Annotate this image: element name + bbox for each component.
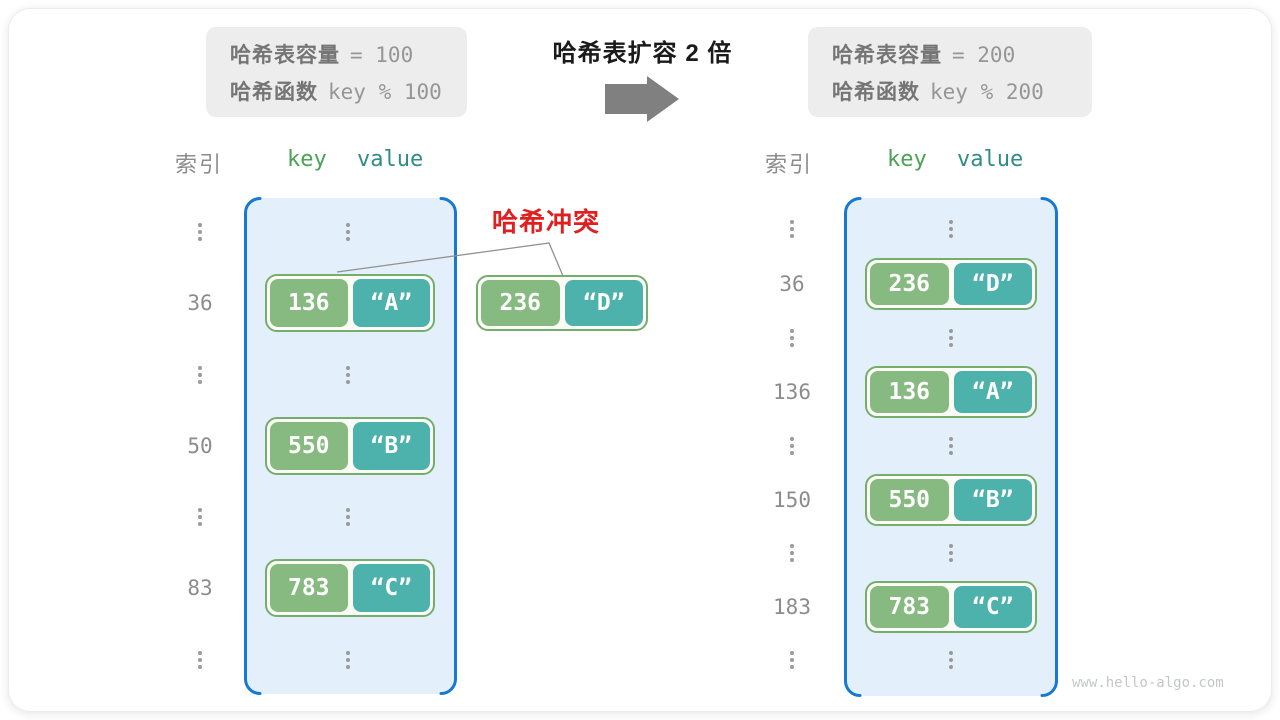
ellipsis-icon: [790, 544, 794, 548]
value-cell: “B”: [953, 479, 1032, 521]
kv-pair: 136 “A”: [265, 274, 435, 332]
ellipsis-icon: [790, 329, 794, 333]
capacity-label: 哈希表容量: [832, 43, 942, 67]
key-cell: 136: [870, 371, 949, 413]
ellipsis-icon: [949, 544, 953, 548]
index-label: 36: [779, 272, 805, 296]
ellipsis-icon: [198, 366, 202, 370]
key-header-after: key: [887, 147, 927, 172]
kv-pair: 550 “B”: [265, 417, 435, 475]
hash-fn-value: key % 100: [328, 79, 442, 104]
index-label: 83: [187, 576, 213, 600]
key-cell: 136: [270, 279, 348, 327]
key-cell: 236: [870, 263, 949, 305]
ellipsis-icon: [346, 508, 350, 512]
hash-fn-label: 哈希函数: [230, 80, 318, 104]
ellipsis-icon: [949, 437, 953, 441]
index-label: 150: [773, 488, 811, 512]
value-cell: “D”: [564, 280, 643, 326]
index-header-after: 索引: [765, 152, 814, 177]
kv-pair: 550 “B”: [865, 474, 1037, 526]
kv-pair: 136 “A”: [865, 366, 1037, 418]
key-cell: 550: [870, 479, 949, 521]
value-cell: “B”: [352, 422, 430, 470]
value-header-before: value: [357, 147, 424, 172]
expand-title: 哈希表扩容 2 倍: [552, 40, 733, 67]
capacity-row: 哈希表容量 = 200: [832, 39, 1092, 69]
info-box-before: 哈希表容量 = 100 哈希函数 key % 100: [206, 27, 467, 117]
right-arrow-icon: [605, 76, 679, 122]
value-cell: “A”: [953, 371, 1032, 413]
value-cell: “C”: [352, 564, 430, 612]
capacity-row: 哈希表容量 = 100: [230, 39, 467, 69]
index-label: 50: [187, 434, 213, 458]
key-cell: 783: [870, 586, 949, 628]
hash-fn-row: 哈希函数 key % 200: [832, 76, 1092, 106]
hash-fn-label: 哈希函数: [832, 80, 920, 104]
collision-kv-pair: 236 “D”: [476, 275, 648, 331]
capacity-label: 哈希表容量: [230, 43, 340, 67]
ellipsis-icon: [790, 437, 794, 441]
kv-pair: 236 “D”: [865, 258, 1037, 310]
ellipsis-icon: [790, 220, 794, 224]
ellipsis-icon: [198, 223, 202, 227]
hash-fn-row: 哈希函数 key % 100: [230, 76, 467, 106]
ellipsis-icon: [198, 508, 202, 512]
hash-fn-value: key % 200: [930, 79, 1044, 104]
kv-pair: 783 “C”: [865, 581, 1037, 633]
value-cell: “D”: [953, 263, 1032, 305]
info-box-after: 哈希表容量 = 200 哈希函数 key % 200: [808, 27, 1092, 117]
value-cell: “C”: [953, 586, 1032, 628]
ellipsis-icon: [949, 220, 953, 224]
key-cell: 550: [270, 422, 348, 470]
value-header-after: value: [957, 147, 1024, 172]
index-label: 136: [773, 380, 811, 404]
index-header-before: 索引: [175, 152, 224, 177]
bucket-brackets-after: [844, 197, 1058, 697]
ellipsis-icon: [346, 366, 350, 370]
ellipsis-icon: [949, 329, 953, 333]
ellipsis-icon: [949, 651, 953, 655]
bucket-brackets-before: [244, 197, 457, 695]
capacity-value: = 100: [350, 42, 414, 67]
ellipsis-icon: [198, 651, 202, 655]
collision-label: 哈希冲突: [492, 207, 601, 237]
key-header-before: key: [287, 147, 327, 172]
ellipsis-icon: [346, 223, 350, 227]
capacity-value: = 200: [952, 42, 1016, 67]
diagram-card: [8, 8, 1272, 712]
watermark: www.hello-algo.com: [1072, 675, 1224, 691]
value-cell: “A”: [352, 279, 430, 327]
ellipsis-icon: [346, 651, 350, 655]
kv-pair: 783 “C”: [265, 559, 435, 617]
key-cell: 236: [481, 280, 560, 326]
index-label: 183: [773, 595, 811, 619]
ellipsis-icon: [790, 651, 794, 655]
key-cell: 783: [270, 564, 348, 612]
index-label: 36: [187, 291, 213, 315]
